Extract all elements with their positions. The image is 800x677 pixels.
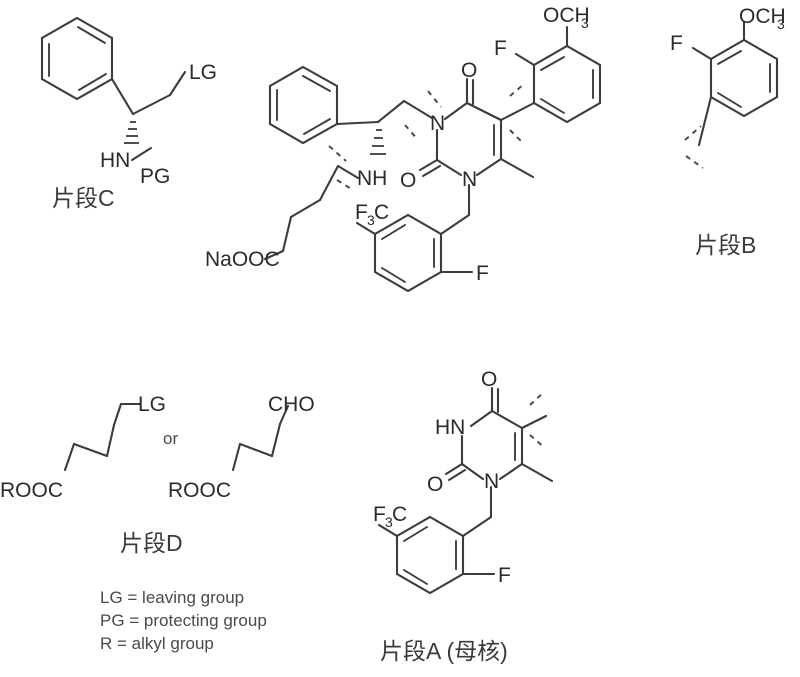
center-och3-sub-label: 3 xyxy=(581,15,589,31)
cut-mark-ch2-n xyxy=(404,124,419,141)
fragment-d-right-chain xyxy=(231,404,290,472)
center-carbonyl-top xyxy=(465,77,475,106)
legend-line-r: R = alkyl group xyxy=(100,634,214,653)
center-bond-chain-1 xyxy=(318,164,340,202)
center-bond-phenyl-ch xyxy=(335,120,380,126)
fragment-c-caption: 片段C xyxy=(52,185,115,211)
fragment-a-o-top-label: O xyxy=(481,368,497,391)
fragment-c-stereo-hash xyxy=(124,121,139,144)
legend-line-pg: PG = protecting group xyxy=(100,611,267,630)
fragment-a-cut-upper xyxy=(529,391,545,406)
fragment-c-lg-label: LG xyxy=(189,61,217,84)
fragment-c-phenyl-ring xyxy=(40,16,114,101)
center-o-left-label: O xyxy=(400,169,416,192)
fragment-c-bond-ring-to-ch xyxy=(110,77,135,116)
fragment-c-hn-label: HN xyxy=(100,149,130,172)
cut-mark-c5-aryl-upper xyxy=(509,83,525,97)
fragment-b-f-label: F xyxy=(670,32,683,55)
fragment-c-pg-label: PG xyxy=(140,165,170,188)
fragment-b-och3-sub-label: 3 xyxy=(777,16,785,32)
center-f3c-label: F xyxy=(355,201,368,224)
legend-block: LG = leaving group PG = protecting group… xyxy=(100,588,267,653)
center-nh-label: NH xyxy=(357,167,387,190)
cut-mark-n-top xyxy=(427,90,442,108)
fragment-a-f3c-label: F xyxy=(373,503,386,526)
center-n-bottom-label: N xyxy=(462,168,477,191)
center-f-methoxyphenyl-label: F xyxy=(494,37,507,60)
center-o-top-label: O xyxy=(461,59,477,82)
fragment-a-carbonyl-left xyxy=(444,462,467,482)
center-bond-ch2-aryl xyxy=(439,213,471,236)
fragment-a-bond-cf3 xyxy=(377,523,399,538)
fragment-b-cut-lower xyxy=(685,155,704,169)
fragment-a-carbonyl-top xyxy=(490,386,500,414)
fragment-b-cut-upper xyxy=(684,125,702,141)
cut-mark-c5-aryl-lower xyxy=(509,129,525,145)
fragment-b-attachment-bond xyxy=(697,95,713,147)
fragment-d-left-chain xyxy=(63,402,142,472)
center-f3c-tail-label: C xyxy=(374,201,389,224)
fragment-b-bond-f xyxy=(691,46,713,61)
center-carbonyl-left xyxy=(418,158,442,178)
fragment-d-left-lg-label: LG xyxy=(138,393,166,416)
fragment-d-structure: ROOC LG or ROOC CHO xyxy=(0,393,315,502)
fragment-d-left-rooc-label: ROOC xyxy=(0,479,63,502)
fragment-a-f3c-sub-label: 3 xyxy=(385,514,393,530)
center-c6-methyl xyxy=(499,157,535,179)
center-bond-chain-3 xyxy=(281,215,293,253)
center-stereo-hash xyxy=(370,129,386,155)
fragment-d-or-label: or xyxy=(163,429,178,448)
cut-mark-c-fragment xyxy=(328,145,347,162)
fragment-b-structure: OCH 3 F xyxy=(670,5,786,169)
center-structure: OCH 3 F O O N N NH NaOOC F 3 C F xyxy=(205,4,602,293)
center-bond-c5-aryl xyxy=(499,101,536,122)
fragment-c-bond-ch-to-ch2 xyxy=(131,93,172,116)
center-bond-f-aryl xyxy=(514,52,536,67)
center-f-bottom-label: F xyxy=(476,262,489,285)
fragment-a-o-left-label: O xyxy=(427,473,443,496)
fragment-a-structure: O O HN N F 3 C F xyxy=(373,368,554,595)
center-bond-cf3 xyxy=(355,221,377,236)
center-bond-nh-chain xyxy=(336,164,360,180)
fragment-b-och3-label: OCH xyxy=(739,5,786,28)
fragment-a-c6-methyl xyxy=(520,462,554,483)
fragment-a-pyrimidinedione-ring xyxy=(460,409,524,481)
fragment-a-c5-stub xyxy=(520,414,548,430)
legend-line-lg: LG = leaving group xyxy=(100,588,244,607)
fragment-a-cut-lower xyxy=(529,434,546,449)
center-bond-ch2-n xyxy=(402,99,434,120)
fragment-a-f-label: F xyxy=(498,564,511,587)
fragment-c-bond-ch2-to-lg xyxy=(168,70,187,97)
center-bond-ch-ch2 xyxy=(376,99,406,124)
center-bond-chain-to-cooh xyxy=(263,249,285,261)
fragment-a-f3c-tail-label: C xyxy=(392,503,407,526)
fragment-c-bond-n-to-pg xyxy=(130,146,153,162)
fragment-d-right-cho-label: CHO xyxy=(268,393,315,416)
fragment-d-right-rooc-label: ROOC xyxy=(168,479,231,502)
center-naooc-label: NaOOC xyxy=(205,248,280,271)
center-phenyl-ring xyxy=(268,65,339,145)
fragment-c-structure: LG HN PG xyxy=(40,16,217,188)
cut-mark-d-fragment xyxy=(336,179,354,191)
fragment-a-bond-ch2-aryl xyxy=(461,515,493,538)
fragment-a-n-label: N xyxy=(484,470,499,493)
fragment-d-caption: 片段D xyxy=(120,530,183,556)
center-pyrimidinedione-ring xyxy=(435,101,503,177)
fragment-a-hn-label: HN xyxy=(435,416,465,439)
center-n-top-label: N xyxy=(430,112,445,135)
center-f3c-sub-label: 3 xyxy=(367,212,375,228)
center-bond-chain-2 xyxy=(289,198,322,219)
fragment-b-caption: 片段B xyxy=(695,232,756,258)
center-och3-label: OCH xyxy=(543,4,590,27)
fragment-a-caption: 片段A (母核) xyxy=(380,638,508,664)
